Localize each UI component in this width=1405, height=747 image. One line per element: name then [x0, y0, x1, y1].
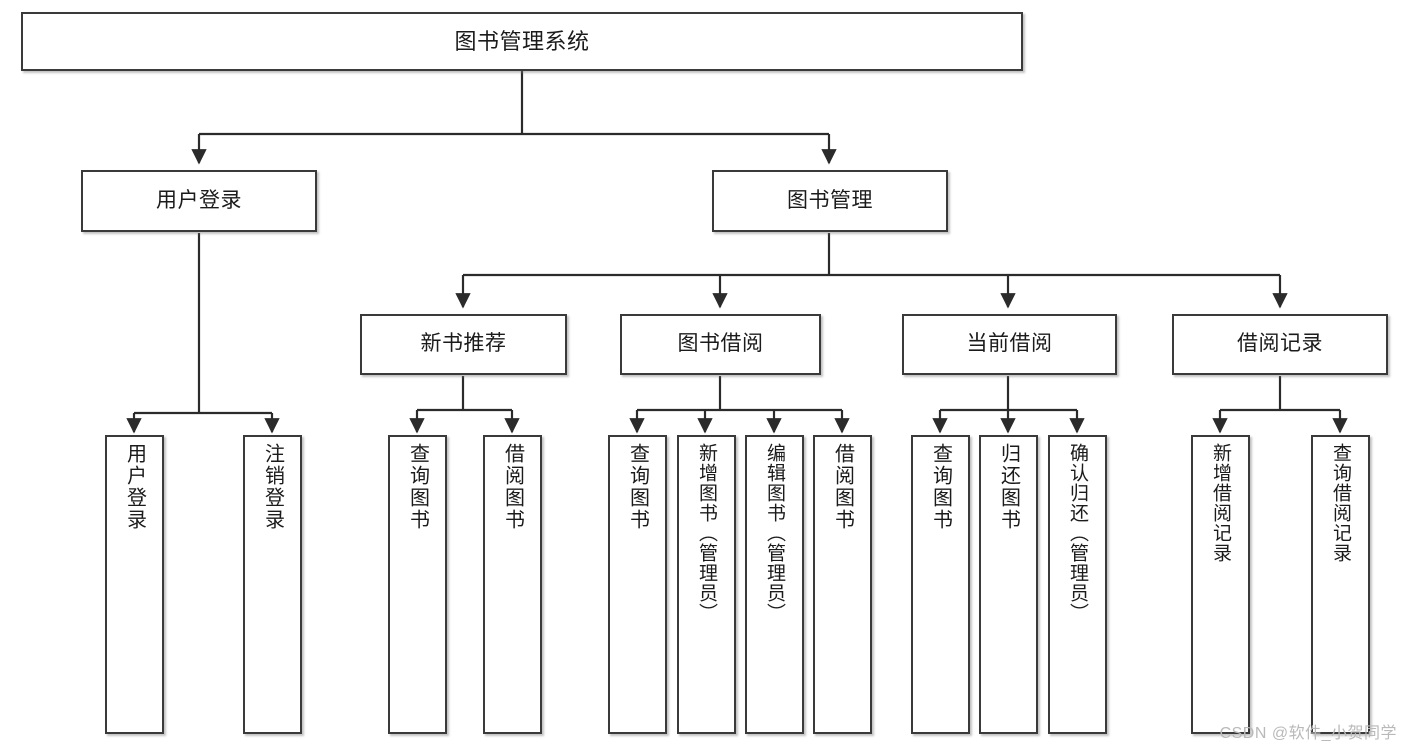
leaf-confirm-return[interactable]: 确认归还（管理员） [1048, 435, 1107, 734]
node-borrow-record[interactable]: 借阅记录 [1172, 314, 1388, 375]
leaf-logout-login-label: 注销登录 [261, 443, 284, 531]
leaf-borrow-book-borrow[interactable]: 借阅图书 [813, 435, 872, 734]
leaf-logout-login[interactable]: 注销登录 [243, 435, 302, 734]
node-current-borrow-label: 当前借阅 [966, 332, 1053, 356]
leaf-query-borrow-record-label: 查询借阅记录 [1330, 443, 1351, 563]
leaf-user-login[interactable]: 用户登录 [105, 435, 164, 734]
leaf-query-borrow-record[interactable]: 查询借阅记录 [1311, 435, 1370, 734]
leaf-add-borrow-record[interactable]: 新增借阅记录 [1191, 435, 1250, 734]
leaf-add-book-label: 新增图书（管理员） [696, 443, 717, 623]
leaf-confirm-return-label: 确认归还（管理员） [1067, 443, 1088, 623]
node-current-borrow[interactable]: 当前借阅 [902, 314, 1117, 375]
node-new-book-recommend[interactable]: 新书推荐 [360, 314, 567, 375]
node-root[interactable]: 图书管理系统 [21, 12, 1023, 71]
node-book-borrow[interactable]: 图书借阅 [620, 314, 821, 375]
leaf-return-book-label: 归还图书 [997, 443, 1020, 531]
leaf-borrow-book-borrow-label: 借阅图书 [831, 443, 854, 531]
leaf-edit-book[interactable]: 编辑图书（管理员） [745, 435, 804, 734]
node-user-login-label: 用户登录 [156, 188, 242, 212]
leaf-edit-book-label: 编辑图书（管理员） [764, 443, 785, 623]
leaf-return-book[interactable]: 归还图书 [979, 435, 1038, 734]
node-borrow-record-label: 借阅记录 [1237, 332, 1323, 356]
node-new-book-recommend-label: 新书推荐 [420, 332, 507, 356]
leaf-user-login-label: 用户登录 [123, 443, 146, 531]
node-root-label: 图书管理系统 [454, 28, 590, 54]
leaf-add-book[interactable]: 新增图书（管理员） [677, 435, 736, 734]
leaf-query-book-recommend[interactable]: 查询图书 [388, 435, 447, 734]
leaf-query-book-recommend-label: 查询图书 [406, 443, 429, 531]
node-book-manage-label: 图书管理 [787, 188, 873, 212]
leaf-query-book-borrow-label: 查询图书 [626, 443, 649, 531]
leaf-query-book-current[interactable]: 查询图书 [911, 435, 970, 734]
leaf-borrow-book-recommend[interactable]: 借阅图书 [483, 435, 542, 734]
leaf-add-borrow-record-label: 新增借阅记录 [1210, 443, 1231, 563]
node-book-manage[interactable]: 图书管理 [712, 170, 948, 232]
leaf-query-book-borrow[interactable]: 查询图书 [608, 435, 667, 734]
node-book-borrow-label: 图书借阅 [677, 332, 764, 356]
leaf-query-book-current-label: 查询图书 [929, 443, 952, 531]
csdn-watermark: CSDN @软件_小贺同学 [1219, 725, 1397, 742]
leaf-borrow-book-recommend-label: 借阅图书 [501, 443, 524, 531]
node-user-login[interactable]: 用户登录 [81, 170, 317, 232]
